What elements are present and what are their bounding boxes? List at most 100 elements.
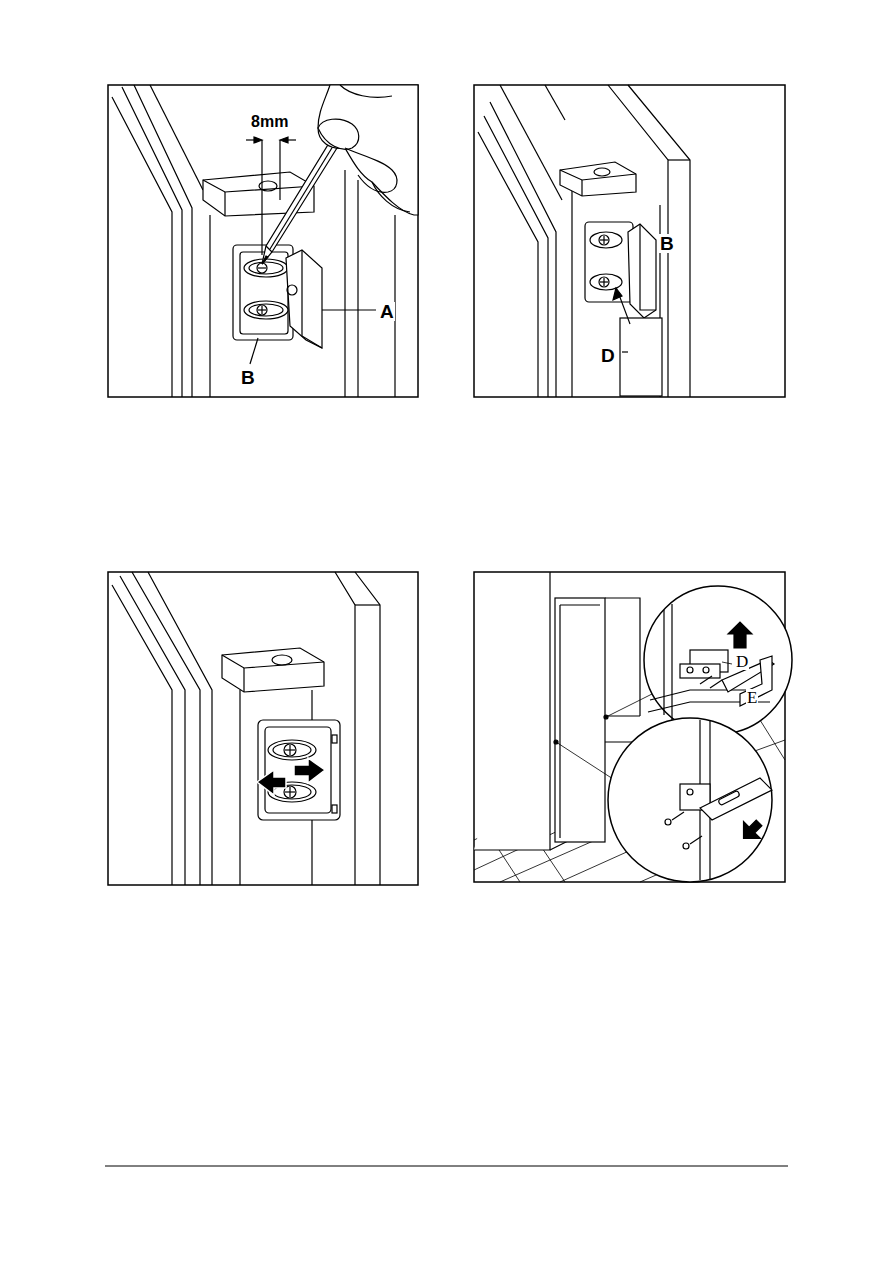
callout-letter: B <box>240 368 256 387</box>
panel-cabinet-fixing-part <box>722 662 732 664</box>
panel-cabinet-fixing-part <box>665 819 671 825</box>
panel-hinge-marking-part <box>244 301 288 319</box>
panel-hinge-adjust-part <box>112 585 172 885</box>
panel-hinge-adjust-part <box>222 648 324 692</box>
panel-cabinet-fixing-part-part <box>752 740 785 752</box>
panel-cabinet-fixing-part <box>680 664 720 678</box>
panel-hinge-adjust-part <box>108 572 418 885</box>
panel-hinge-spacer-part <box>581 180 582 196</box>
panel-cabinet-fixing-part <box>672 812 684 820</box>
panel-hinge-adjust-part <box>239 690 240 885</box>
panel-hinge-marking-part <box>357 180 358 397</box>
panel-hinge-spacer-part <box>571 190 572 397</box>
panel-hinge-spacer-part <box>478 132 538 397</box>
panel-hinge-spacer-part <box>622 351 628 352</box>
panel-hinge-adjust-part <box>272 655 292 665</box>
panel-hinge-adjust <box>108 572 418 885</box>
panel-hinge-adjust-part <box>258 720 340 820</box>
panel-hinge-adjust-part <box>132 572 200 885</box>
panel-hinge-marking-part <box>244 259 288 277</box>
panel-hinge-marking-part <box>224 192 225 216</box>
panel-cabinet-fixing-part <box>555 598 605 842</box>
panel-cabinet-fixing-part <box>559 605 560 838</box>
panel-hinge-spacer-part <box>585 222 633 302</box>
panel-cabinet-fixing-part <box>608 718 772 882</box>
panel-hinge-adjust-part <box>257 770 286 795</box>
panel-cabinet-fixing-part <box>683 843 689 849</box>
panel-hinge-adjust-part <box>243 668 244 692</box>
panel-cabinet-fixing-part <box>671 604 672 722</box>
panel-hinge-spacer-part <box>474 85 785 397</box>
panel-hinge-marking-part <box>318 119 359 149</box>
panel-hinge-spacer-part <box>640 224 656 310</box>
panel-hinge-marking-part <box>318 85 418 215</box>
panel-hinge-marking-part <box>344 170 345 397</box>
panel-hinge-marking-part <box>322 309 376 310</box>
panel-cabinet-fixing-part <box>700 778 772 820</box>
panel-hinge-spacer-part <box>613 288 622 300</box>
callout-letter: B <box>659 234 675 253</box>
callout-letter: D <box>735 653 749 670</box>
panel-hinge-spacer-part <box>560 162 636 196</box>
panel-hinge-spacer-part <box>599 235 609 245</box>
panel-hinge-marking-part <box>257 305 267 315</box>
panel-hinge-marking-part <box>280 137 288 143</box>
panel-cabinet-fixing-part <box>605 715 640 716</box>
panel-cabinet-fixing-part <box>554 740 558 744</box>
footer-rule <box>105 1166 788 1167</box>
panel-cabinet-fixing-part <box>474 572 550 850</box>
panel-cabinet-fixing-part <box>703 667 709 673</box>
panel-hinge-spacer-part <box>620 318 662 396</box>
panel-hinge-adjust-part <box>268 740 316 760</box>
panel-hinge-spacer-part <box>484 116 548 397</box>
panel-hinge-marking-part <box>279 140 280 200</box>
panel-cabinet-fixing <box>474 572 792 882</box>
panel-hinge-adjust-part <box>355 572 380 885</box>
panel-hinge-adjust-part <box>222 655 324 668</box>
panel-hinge-marking-part <box>122 87 182 397</box>
panel-hinge-spacer-part <box>490 102 556 397</box>
panel-hinge-marking-part <box>261 140 262 255</box>
panel-hinge-marking-part <box>249 304 283 316</box>
panel-hinge-marking-part <box>108 85 418 397</box>
panel-cabinet-fixing-part <box>687 667 693 673</box>
panel-cabinet-fixing-part <box>700 676 712 684</box>
panel-hinge-spacer-part <box>603 278 604 286</box>
panel-hinge-marking-part <box>250 338 258 364</box>
callout-letter: D <box>600 346 616 365</box>
panel-hinge-spacer-part <box>594 168 610 176</box>
panel-cabinet-fixing-part <box>644 586 792 734</box>
panel-cabinet-fixing-part <box>605 598 640 716</box>
panel-hinge-spacer <box>474 85 785 397</box>
panel-cabinet-fixing-part-part <box>760 720 785 760</box>
panel-hinge-adjust-part <box>332 805 337 813</box>
panel-hinge-spacer-part <box>668 159 690 160</box>
panel-hinge-marking-part <box>203 180 314 192</box>
panel-hinge-adjust-part <box>332 735 337 743</box>
panel-hinge-marking-part <box>258 267 266 268</box>
panel-hinge-marking-part <box>134 85 192 397</box>
panel-hinge-spacer-part <box>603 236 604 244</box>
panel-hinge-marking-part <box>112 97 172 397</box>
dimension-label: 8mm <box>250 114 289 130</box>
panel-hinge-marking-part <box>262 256 268 264</box>
panel-cabinet-fixing-part <box>690 836 702 844</box>
panel-hinge-spacer-part <box>545 85 565 120</box>
panel-hinge-adjust-part <box>284 744 296 756</box>
panel-hinge-adjust-part <box>355 604 380 605</box>
panel-hinge-adjust-part <box>289 787 290 797</box>
panel-cabinet-fixing-part <box>663 610 664 715</box>
panel-hinge-spacer-part <box>590 232 622 248</box>
panel-hinge-spacer-part <box>500 85 562 200</box>
panel-cabinet-fixing-part <box>735 814 768 847</box>
panel-hinge-adjust-part <box>289 745 290 755</box>
panel-hinge-spacer-part <box>599 277 609 287</box>
panel-cabinet-fixing-part <box>604 715 608 719</box>
panel-cabinet-fixing-part <box>718 790 740 805</box>
callout-letter: E <box>746 689 758 706</box>
panel-hinge-marking-part <box>240 252 288 334</box>
panel-hinge-spacer-part <box>590 274 622 290</box>
panel-cabinet-fixing-part <box>728 622 752 648</box>
panel-hinge-marking-part <box>257 263 267 273</box>
